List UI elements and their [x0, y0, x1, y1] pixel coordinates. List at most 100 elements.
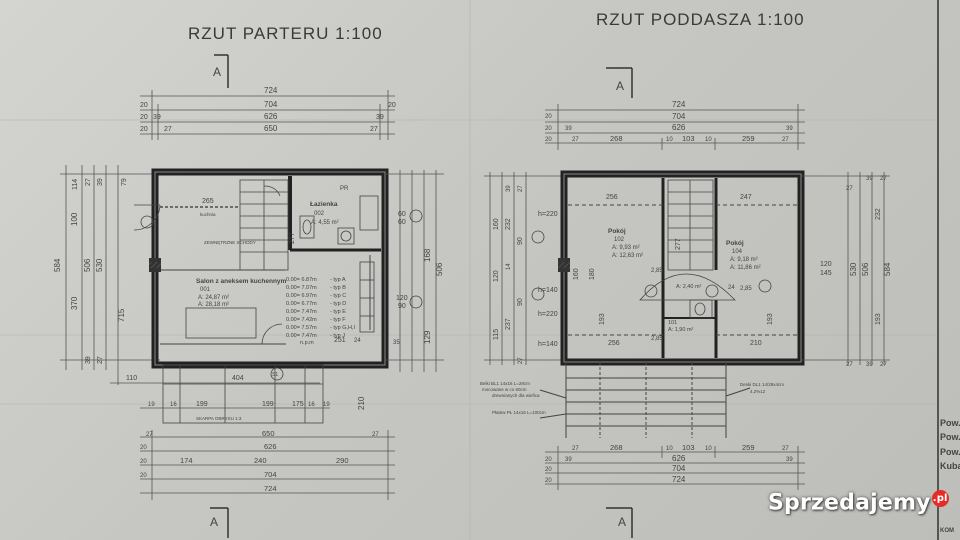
gf-top-dimension-lines [140, 90, 395, 140]
section-marker-bottom: A [210, 507, 229, 538]
gf-kitchen-counter [185, 261, 375, 339]
at-dim-top-4: 10 [666, 137, 673, 143]
at-dim-right-small-3: 27 [846, 362, 853, 368]
at-dim-top-6: 10 [705, 137, 712, 143]
gf-dim-left-small-4: 39 [85, 356, 92, 364]
gf-staircase [239, 179, 289, 271]
gf-dim-left-small-0: 79 [121, 178, 128, 186]
gf-bathroom-area: A: 4,55 m² [311, 220, 339, 226]
at-dim-top-1: 704 [672, 112, 686, 121]
gf-dim-top-small-5: 39 [376, 114, 384, 121]
gf-bottom-dimension-lines [110, 382, 395, 500]
at-dim-right-4: 193 [875, 313, 882, 325]
at-inner-dim-6: 193 [599, 313, 606, 325]
gf-dim-bottom-8: 199 [262, 401, 274, 408]
at-height-0: h=220 [538, 211, 558, 218]
gf-dim-top-0: 724 [264, 86, 278, 95]
gf-walls [149, 168, 389, 369]
at-dim-bottom-14: 27 [782, 446, 789, 452]
at-room2-number: 104 [732, 249, 743, 255]
at-inner-dim-5: 210 [750, 340, 762, 347]
at-dim-right-0: 584 [883, 262, 892, 276]
at-dim-top-small-6: 27 [572, 137, 579, 143]
watermark-brand: Sprzedajemy [768, 490, 931, 516]
at-inner-dim-7: 277 [675, 238, 682, 250]
side-label-1: Pow. [940, 432, 960, 442]
gf-dim-left-2: 100 [70, 212, 79, 226]
gf-dim-top-small-6: 27 [164, 126, 172, 133]
gf-dim-bottom-13: 16 [308, 402, 315, 408]
gf-living-area2: A: 28,18 m² [198, 302, 229, 308]
sprzedajemy-watermark[interactable]: Sprzedajemy.pl [768, 490, 949, 515]
section-letter: A [616, 79, 624, 93]
gf-dim-bottom-14: 19 [148, 402, 155, 408]
gf-dim-bottom-9: 175 [292, 401, 304, 408]
watermark-badge-icon: .pl [931, 490, 949, 507]
at-dim-bottom-6: 10 [705, 446, 712, 452]
at-dim-right-5: 120 [820, 261, 832, 268]
at-inner-dim-0: 256 [606, 194, 618, 201]
gf-dim-bottom-15: 19 [323, 402, 330, 408]
gf-stair-label: PR [340, 186, 349, 192]
gf-dim-right-2: 129 [423, 330, 432, 344]
gf-kitchen-note: kuchnia [200, 212, 216, 217]
gf-inner-dim-1: 277 [289, 232, 296, 244]
at-dim-left-3: 160 [493, 218, 500, 230]
gf-inner-dim-0: 265 [202, 198, 214, 205]
at-dim-left-6: 120 [493, 270, 500, 282]
at-top-dimension-lines [545, 104, 805, 150]
at-dim-right-1: 530 [849, 262, 858, 276]
at-note-1: mocowane w co 60cm [482, 387, 527, 392]
svg-text:- typ J: - typ J [330, 333, 345, 339]
gf-window-markers [140, 209, 423, 309]
svg-text:0.00= 7.07m: 0.00= 7.07m [286, 285, 317, 291]
at-dim-top-small-7: 27 [782, 137, 789, 143]
svg-text:- typ B: - typ B [330, 285, 346, 291]
at-dim-bottom-13: 39 [786, 457, 793, 463]
side-label-2: Pow. [940, 447, 960, 457]
gf-inner-dim-3: 24 [354, 338, 361, 344]
at-dim-bottom-5: 103 [682, 443, 695, 452]
at-dim-bottom-0: 724 [672, 475, 686, 484]
at-dim-right-2: 506 [861, 262, 870, 276]
gf-dim-bottom-7: 199 [196, 401, 208, 408]
at-dim-bottom-11: 20 [545, 478, 552, 484]
at-bath-area: A: 2,40 m² [676, 284, 702, 290]
gf-bathroom-number: 002 [314, 211, 325, 217]
at-dim-top-small-2: 20 [545, 137, 552, 143]
gf-right-dimension-lines [384, 170, 444, 372]
at-note-5: 4,2%12 [750, 389, 766, 394]
gf-dim-top-1: 704 [264, 100, 278, 109]
attic-title: RZUT PODDASZA 1:100 [596, 10, 805, 29]
at-level-0: 2,85 [651, 268, 663, 274]
gf-dim-left-4: 530 [95, 258, 104, 272]
at-dim-right-3: 232 [875, 208, 882, 220]
at-dim-top-7: 259 [742, 134, 755, 143]
at-porch-roof [539, 362, 751, 438]
at-dim-top-small-5: 39 [786, 126, 793, 132]
at-dim-left-7: 90 [517, 237, 524, 245]
at-dim-left-small-2: 27 [518, 357, 524, 364]
gf-dim-left-5: 114 [72, 179, 79, 190]
at-height-2: h=220 [538, 311, 558, 318]
at-dim-right-small-5: 27 [880, 362, 887, 368]
at-bottom-dimension-lines [545, 446, 805, 490]
section-letter: A [210, 515, 218, 529]
gf-stair-note: ZEWNĘTRZNE SCHODY [204, 240, 256, 245]
gf-dim-right-7: 90 [398, 303, 406, 310]
at-window-markers-left [531, 230, 772, 301]
at-inner-dim-6b: 193 [767, 313, 774, 325]
gf-dim-top-small-7: 27 [370, 126, 378, 133]
at-room1-number: 102 [614, 237, 625, 243]
gf-bathroom-name: Łazienka [310, 201, 338, 208]
at-dim-bottom-9: 20 [545, 457, 552, 463]
gf-dim-bottom-17: 27 [372, 432, 379, 438]
at-dim-bottom-10: 20 [545, 467, 552, 473]
section-letter: A [618, 515, 626, 529]
gf-dim-left-1: 370 [70, 296, 79, 310]
at-height-3: h=140 [538, 341, 558, 348]
gf-dim-bottom-10: 404 [232, 375, 244, 382]
at-dim-right-small-2: 27 [880, 176, 887, 182]
at-note-2: drewnianych dla wiefica [492, 393, 540, 398]
gf-dim-top-3: 650 [264, 124, 278, 133]
